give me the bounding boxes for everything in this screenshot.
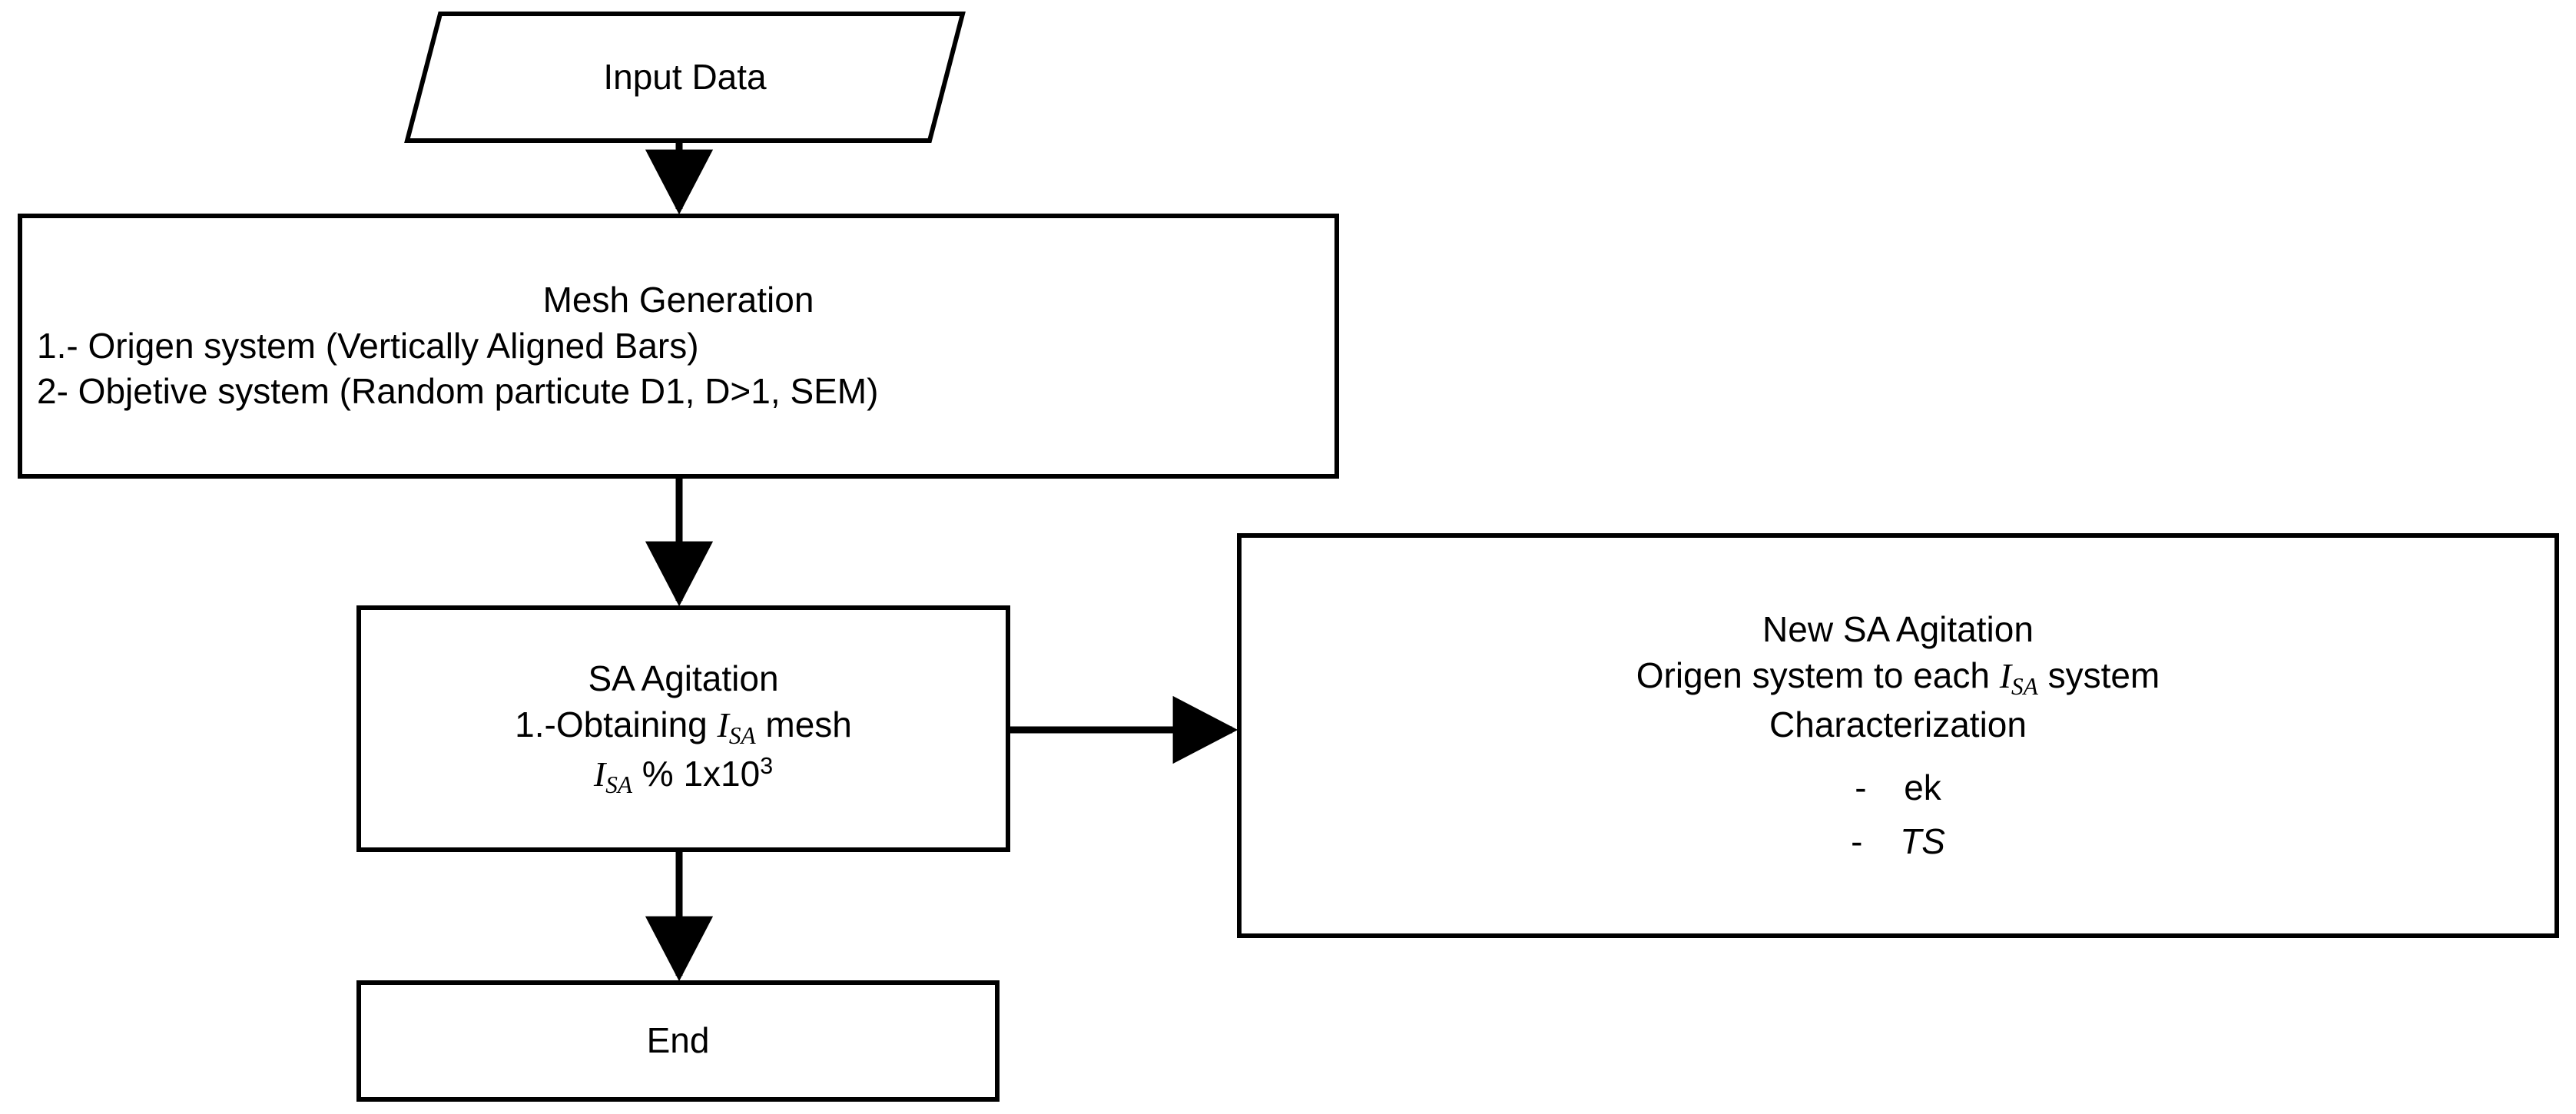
- factor-value: 1x10: [683, 754, 761, 794]
- isa-symbol-2-base: I: [593, 754, 606, 794]
- isa-symbol-3-base: I: [1999, 655, 2012, 695]
- sa-agitation-line-3: ISA % 1x103: [594, 751, 773, 801]
- end-label: End: [359, 983, 997, 1099]
- isa-symbol-3-subscript: SA: [2011, 672, 2038, 700]
- sa-agitation-line-1: SA Agitation: [588, 658, 779, 699]
- new-sa-bullet-1: -ek: [1855, 765, 1941, 811]
- mesh-generation-label: Mesh Generation 1.- Origen system (Verti…: [20, 216, 1337, 476]
- new-sa-line-2-suffix: system: [2047, 655, 2160, 695]
- mesh-generation-line-1: Mesh Generation: [542, 279, 814, 320]
- end-shape[interactable]: [356, 980, 1000, 1102]
- bullet-text-2: TS: [1900, 821, 1945, 861]
- new-sa-agitation-shape[interactable]: [1237, 533, 2559, 938]
- sa-agitation-line-2-suffix: mesh: [765, 704, 852, 744]
- sa-agitation-shape[interactable]: [356, 605, 1010, 852]
- new-sa-agitation-line-1: New SA Agitation: [1762, 608, 2034, 649]
- mesh-generation-line-3: 2- Objetive system (Random particute D1,…: [37, 371, 879, 412]
- new-sa-agitation-line-2: Origen system to each ISA system: [1636, 653, 2160, 702]
- mesh-generation-shape[interactable]: [18, 214, 1339, 479]
- sa-agitation-line-2-prefix: 1.-Obtaining: [515, 704, 708, 744]
- bullet-dash-1: -: [1855, 767, 1867, 807]
- isa-symbol-1: ISA: [717, 705, 756, 749]
- isa-symbol-2-subscript: SA: [605, 771, 632, 799]
- mesh-generation-line-2: 1.- Origen system (Vertically Aligned Ba…: [37, 325, 699, 366]
- new-sa-line-2-prefix: Origen system to each: [1636, 655, 1990, 695]
- bullet-text-1: ek: [1904, 767, 1941, 807]
- new-sa-agitation-line-3: Characterization: [1769, 704, 2027, 744]
- sa-agitation-line-2: 1.-Obtaining ISA mesh: [515, 702, 852, 751]
- input-data-line-1: Input Data: [603, 56, 767, 97]
- bullet-dash-2: -: [1851, 821, 1863, 861]
- sa-agitation-label: SA Agitation 1.-Obtaining ISA mesh ISA %…: [359, 608, 1008, 850]
- isa-symbol-3: ISA: [1999, 655, 2038, 700]
- new-sa-bullet-2: -TS: [1851, 819, 1945, 865]
- input-data-shape[interactable]: [404, 12, 966, 143]
- percent-sign: %: [642, 754, 674, 794]
- end-line-1: End: [646, 1020, 710, 1061]
- isa-symbol-2: ISA: [593, 754, 632, 798]
- exponent-value: 3: [760, 754, 774, 780]
- input-data-label: Input Data: [407, 14, 963, 141]
- isa-symbol-1-base: I: [717, 705, 729, 744]
- isa-symbol-1-subscript: SA: [728, 721, 756, 749]
- new-sa-agitation-label: New SA Agitation Origen system to each I…: [1239, 535, 2557, 936]
